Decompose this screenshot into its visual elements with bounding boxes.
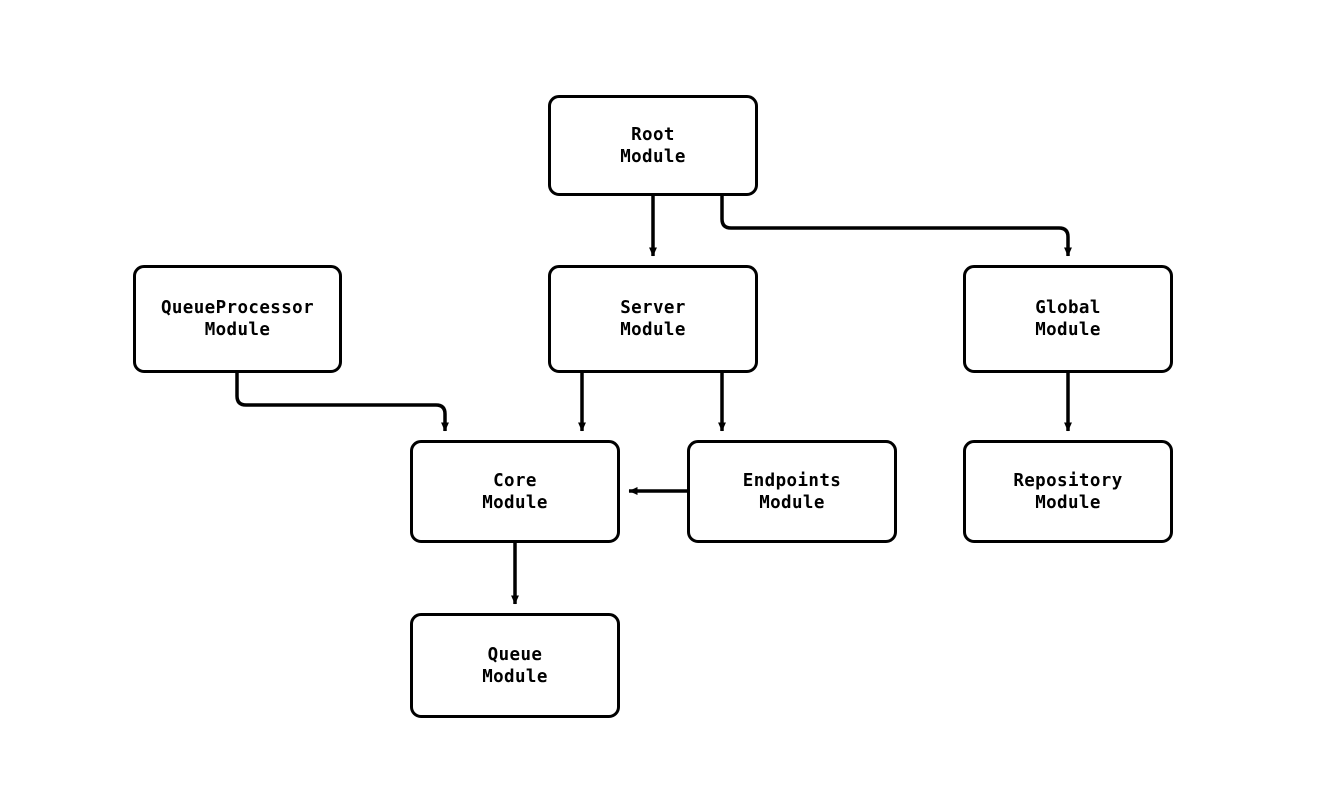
- edge-queueprocessor-to-core: [235, 373, 449, 432]
- node-label-repository-line1: Repository: [1013, 470, 1123, 491]
- node-label-repository-line2: Module: [1035, 492, 1101, 513]
- node-label-core-line2: Module: [482, 492, 548, 513]
- node-label-core-line1: Core: [493, 470, 537, 491]
- node-label-queueprocessor-line1: QueueProcessor: [160, 298, 315, 318]
- node-label-global-line2: Module: [1035, 320, 1101, 340]
- node-label-root-line2: Module: [620, 146, 686, 167]
- node-label-global-line1: Global: [1035, 298, 1101, 318]
- node-label-queueprocessor-line2: Module: [204, 320, 271, 340]
- node-label-endpoints-line1: Endpoints: [742, 470, 842, 491]
- node-label-server-line2: Module: [620, 320, 686, 340]
- node-label-endpoints-line2: Module: [759, 492, 825, 513]
- edge-root-to-global: [720, 196, 1072, 257]
- node-label-queue-line2: Module: [482, 666, 548, 687]
- node-label-queue-line1: Queue: [487, 644, 543, 665]
- node-label-root-line1: Root: [631, 124, 675, 145]
- node-label-server-line1: Server: [620, 298, 686, 318]
